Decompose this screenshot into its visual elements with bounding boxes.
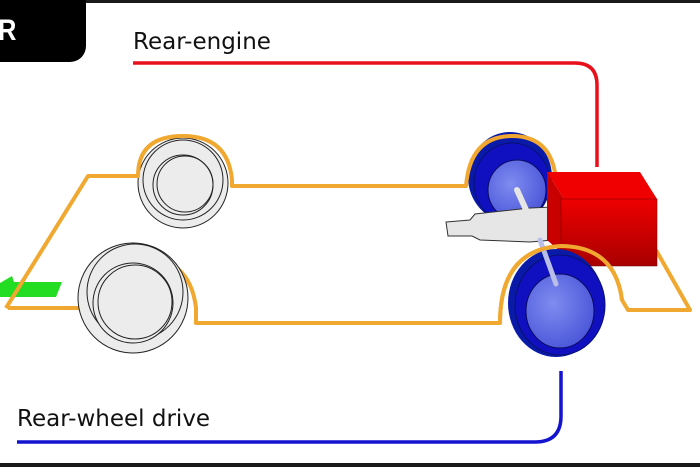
- arrow-left-icon: [0, 276, 62, 297]
- engine-callout-line: [133, 61, 599, 167]
- axle-far: [514, 187, 530, 215]
- badge-text: R: [0, 14, 16, 48]
- rear-wheel-drive-label: Rear-wheel drive: [17, 406, 211, 432]
- bottom-border: [0, 463, 700, 467]
- drive-callout-line: [17, 371, 563, 444]
- front-wheel-near: [77, 242, 189, 354]
- front-wheel-far: [137, 137, 229, 229]
- rear-wheel-far: [468, 132, 552, 224]
- layout-badge: R: [0, 0, 86, 62]
- top-border: [0, 0, 700, 3]
- rear-wheel-near: [508, 237, 606, 357]
- rear-engine-label: Rear-engine: [133, 29, 271, 55]
- chassis-arch-rear: [498, 243, 624, 324]
- gearbox: [445, 206, 554, 243]
